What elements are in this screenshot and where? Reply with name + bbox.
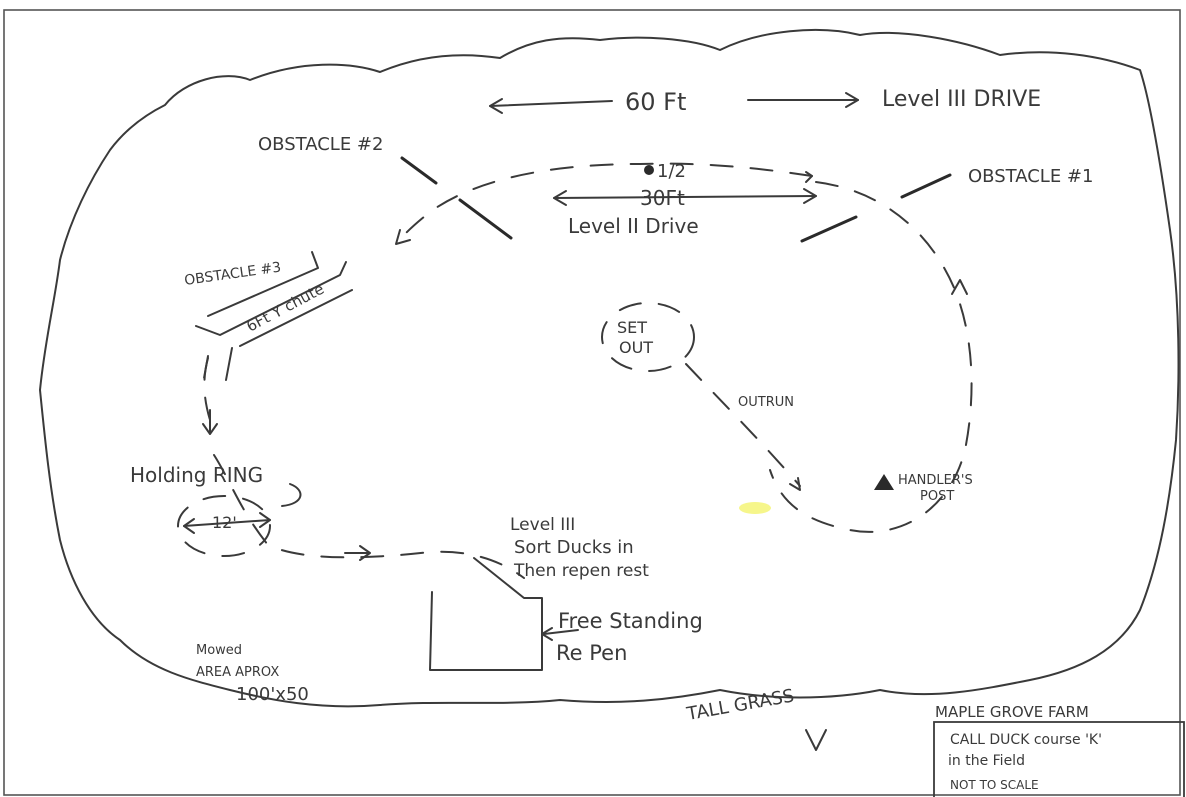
tall-grass-arrow — [805, 729, 827, 751]
tall-grass-label: TALL GRASS — [684, 685, 796, 725]
drive-l2-arrowhead-left — [553, 190, 567, 206]
loop-up-arrow — [951, 279, 968, 295]
ring-size-arrowhead-left — [183, 518, 195, 534]
sort-line1: Level III — [510, 515, 575, 535]
ring-curved-arrow — [281, 483, 302, 507]
holding-ring-circle — [177, 495, 271, 557]
obstacle1-label: OBSTACLE #1 — [968, 166, 1093, 187]
drive-l2-arrow — [553, 195, 817, 199]
set-out-line2: OUT — [619, 338, 653, 357]
halfway-marker — [644, 165, 654, 175]
holding-ring-label: Holding RING — [130, 463, 263, 487]
drive-l2-label: Level II Drive — [568, 214, 699, 238]
halfway-label: 1/2 — [657, 161, 686, 182]
pen-line2: Re Pen — [556, 641, 627, 665]
drive-l3-arrowhead-left — [489, 98, 503, 114]
pen-line1: Free Standing — [558, 609, 703, 633]
highlight-mark — [739, 502, 771, 514]
drive-l3-label: Level III DRIVE — [882, 87, 1041, 112]
drive-l3-arrow-left — [489, 100, 613, 107]
outrun-arrowhead — [789, 477, 801, 491]
obstacle2-label: OBSTACLE #2 — [258, 134, 383, 155]
course-line2: in the Field — [948, 753, 1025, 769]
path-arrow-top — [805, 171, 813, 183]
field-boundary — [39, 29, 1180, 708]
mowed-line3: 100'x50 — [236, 684, 309, 705]
obstacle2-panel-b — [458, 198, 513, 240]
chute-inner — [225, 289, 353, 381]
obstacle2-panel-a — [400, 156, 438, 185]
ring-size-arrow — [183, 519, 271, 527]
set-out-circle — [601, 302, 695, 372]
course-line1: CALL DUCK course 'K' — [950, 732, 1102, 748]
sort-line3: Then repen rest — [513, 561, 649, 581]
chute-label: 6Ft Y chute — [243, 280, 327, 336]
obstacle3-label: OBSTACLE #3 — [183, 260, 282, 289]
path-arrow-l — [395, 229, 411, 245]
drive-l2-distance: 30Ft — [640, 186, 685, 210]
drive-l2-arrowhead-right — [803, 188, 817, 204]
mowed-line1: Mowed — [196, 643, 242, 658]
obstacle1-panel-a — [900, 173, 952, 199]
set-out-line1: SET — [617, 318, 647, 337]
chute-outer — [195, 251, 347, 336]
drive-l3-arrowhead-right — [845, 92, 859, 108]
scale-note: NOT TO SCALE — [950, 778, 1039, 792]
course-path — [203, 162, 813, 579]
path-right-arrowhead — [359, 545, 371, 561]
handler-post-icon — [874, 474, 894, 490]
repen-pointer — [543, 629, 579, 635]
drive-l3-distance: 60 Ft — [625, 88, 686, 116]
outrun-label: OUTRUN — [738, 395, 794, 410]
handler-post-line2: POST — [920, 489, 954, 504]
farm-name: MAPLE GROVE FARM — [935, 703, 1089, 721]
title-box — [933, 721, 1185, 797]
handler-loop — [769, 181, 973, 533]
handler-post-line1: HANDLER'S — [898, 473, 973, 488]
obstacle1-panel-b — [800, 215, 858, 243]
path-down-arrowhead — [202, 423, 218, 435]
sort-line2: Sort Ducks in — [514, 537, 634, 558]
chute-exit-dash — [203, 355, 209, 379]
mowed-line2: AREA APROX — [196, 665, 279, 680]
ring-size-label: 12' — [212, 513, 237, 532]
ring-size-arrowhead-right — [259, 512, 271, 528]
page-border — [3, 9, 1181, 796]
outrun-path — [685, 363, 801, 487]
repen-pointer-head — [541, 627, 553, 641]
